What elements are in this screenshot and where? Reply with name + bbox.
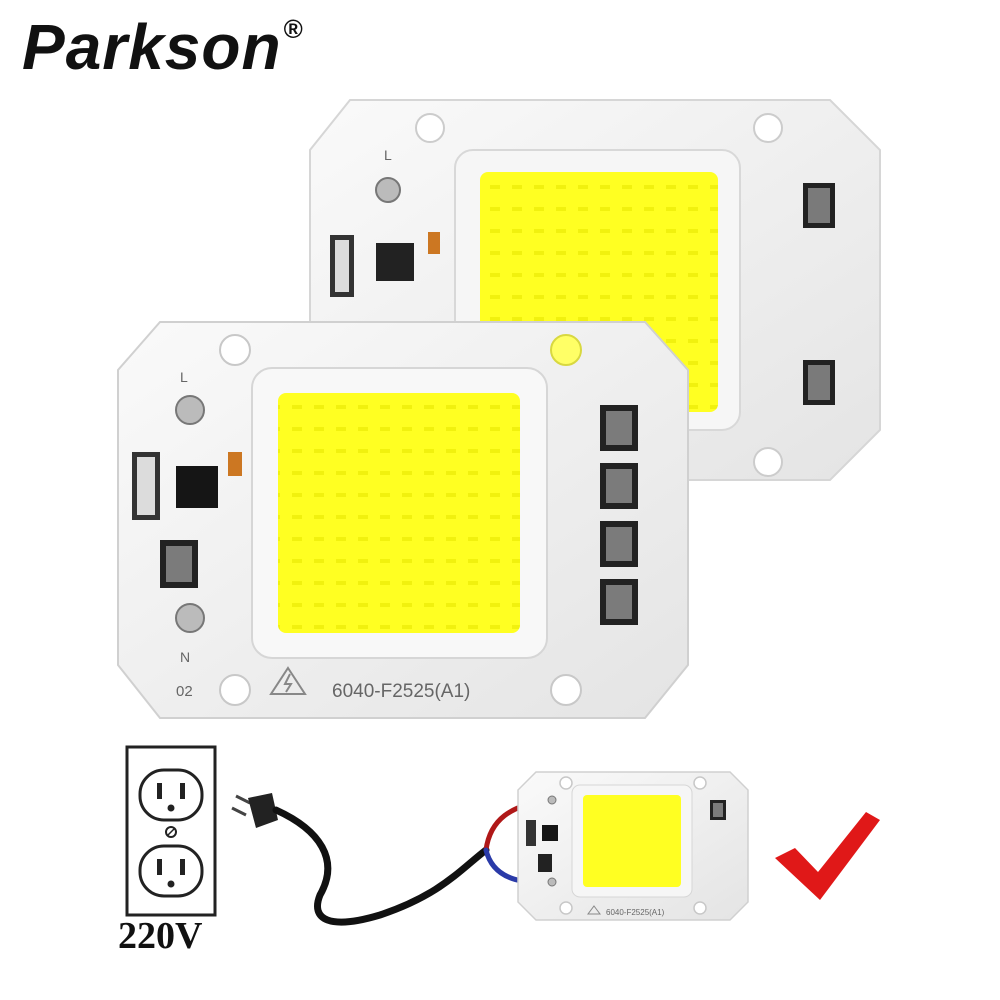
brand-name: Parkson [22,11,282,83]
model-number: 6040-F2525(A1) [332,681,470,702]
pin-label-l-front: L [180,369,188,385]
model-number-small: 6040-F2525(A1) [606,908,665,917]
led-chip-small [583,795,681,887]
power-cord [272,806,490,926]
board-code: 02 [176,683,193,700]
voltage-label: 220V [118,915,203,957]
wall-outlet [125,745,217,917]
registered-mark: ® [283,14,304,44]
brand-logo: Parkson® [22,10,304,84]
led-module-small: 6040-F2525(A1) [517,771,749,921]
power-plug-icon [231,793,278,828]
led-module-front: L N 02 6040-F2525(A1) [117,321,689,719]
high-voltage-warning-icon [269,666,307,695]
checkmark-icon [775,812,880,900]
socket-top [138,768,204,822]
screw-icon [165,826,177,838]
socket-bottom [138,844,204,898]
pin-label-n-front: N [180,649,190,665]
pin-label-l-back: L [384,147,392,163]
